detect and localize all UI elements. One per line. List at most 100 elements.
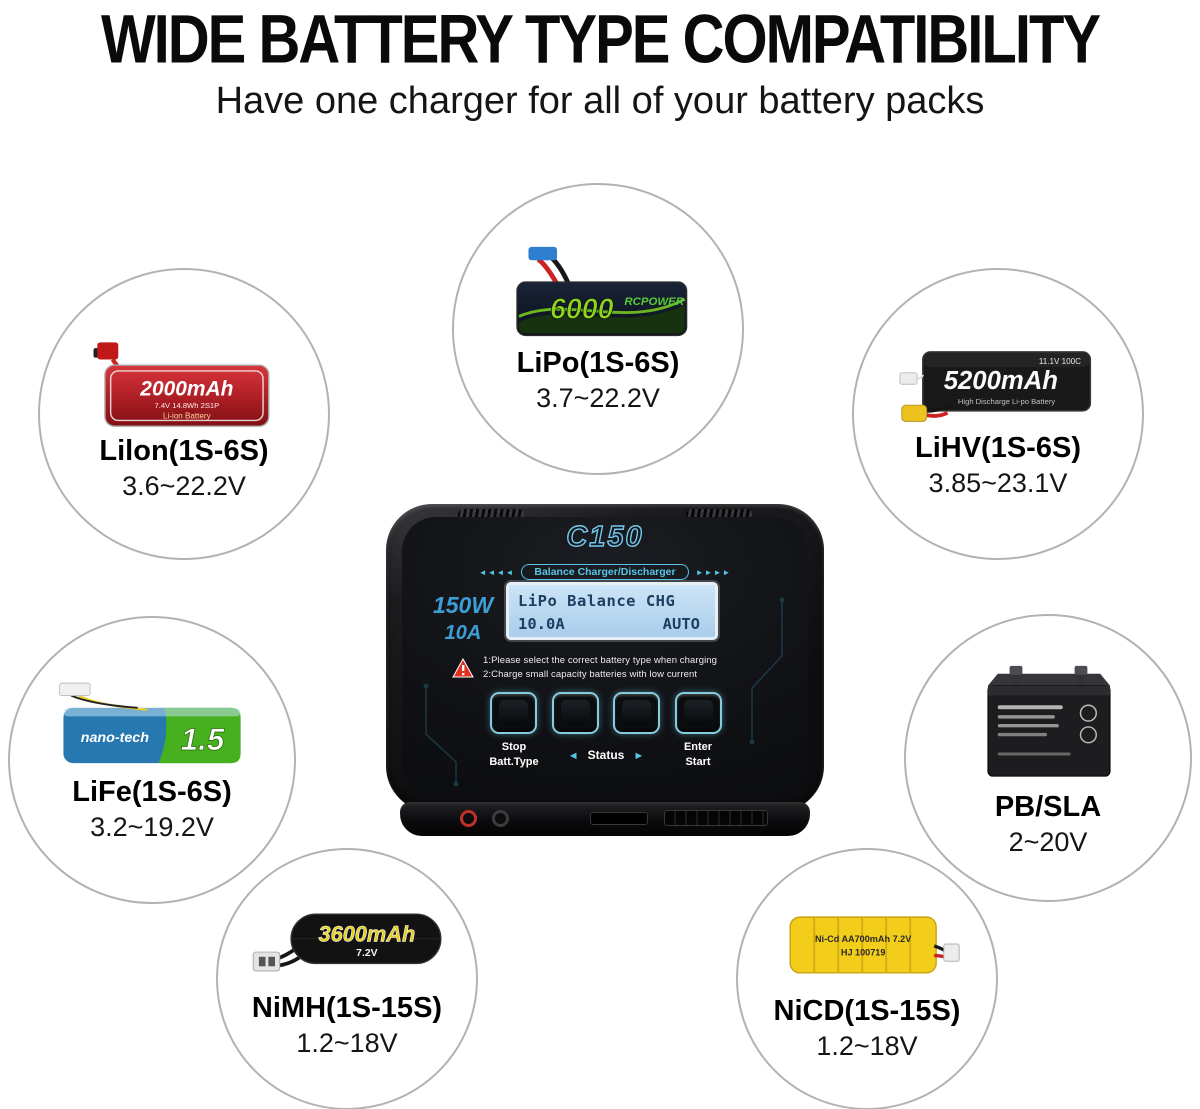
status-button-label: ◄Status►	[567, 748, 645, 762]
stop-button-label: Stop Batt.Type	[489, 741, 539, 768]
charger-button-enter	[674, 692, 722, 734]
lilon-body	[104, 363, 270, 427]
dc-output-port	[590, 812, 648, 825]
lilon-battery-image: 2000mAh 7.4V 14.8Wh 2S1P Li-ion Battery	[93, 341, 270, 427]
lilon-capacity-label: 2000mAh	[139, 377, 233, 400]
battery-name: NiMH(1S-15S)	[251, 992, 443, 1024]
battery-voltage: 3.7~22.2V	[536, 383, 660, 413]
charger-tagline-row: ◄◄◄◄ Balance Charger/Discharger ►►►►	[386, 564, 824, 580]
circuit-trace-decoration	[749, 597, 785, 745]
charger-power-rating: 150W 10A	[430, 592, 496, 645]
svg-text:C150: C150	[566, 521, 643, 553]
page-title: WIDE BATTERY TYPE COMPATIBILITY	[100, 1, 1101, 78]
lipo-connector	[528, 246, 558, 261]
charger-vent	[458, 509, 524, 520]
lipo-green-swoosh	[518, 304, 685, 334]
battery-circle-lihv: 5200mAh 11.1V 100C High Discharge Li-po …	[852, 268, 1144, 560]
power-watts: 150W	[432, 592, 494, 618]
nicd-body	[789, 916, 937, 974]
pbsla-label-lines	[997, 705, 1071, 756]
battery-name: NiCD(1S-15S)	[773, 995, 961, 1027]
status-right-arrow-icon: ►	[633, 750, 645, 762]
warning-icon	[452, 658, 474, 678]
pbsla-certification-mark	[1079, 726, 1097, 744]
battery-voltage: 2~20V	[1008, 827, 1088, 857]
lcd-line1: LiPo Balance CHG	[518, 592, 676, 610]
nicd-cell-seams	[813, 917, 912, 973]
life-battery-image: nano-tech 1.5	[59, 682, 241, 764]
nimh-tamiya-connector	[252, 951, 281, 972]
lipo-wires	[536, 255, 571, 286]
lihv-type-label: High Discharge Li-po Battery	[958, 397, 1055, 406]
life-balance-connector	[59, 682, 91, 696]
lihv-balance-connector	[899, 372, 918, 385]
battery-circle-nimh: 3600mAh 7.2V NiMH(1S-15S) 1.2~18V	[216, 848, 478, 1109]
battery-name: LiHV(1S-6S)	[915, 432, 1081, 464]
warning-line-1: 1:Please select the correct battery type…	[483, 655, 718, 666]
nicd-code-label: HJ 100719	[841, 948, 886, 958]
life-wires	[70, 694, 148, 711]
warning-texts: 1:Please select the correct battery type…	[483, 654, 717, 683]
lipo-capacity-label: 6000	[550, 293, 614, 325]
charger-face	[402, 517, 808, 798]
battery-voltage: 1.2~18V	[816, 1031, 918, 1061]
nimh-capacity-label: 3600mAh	[318, 922, 415, 947]
lilon-spec-label: 7.4V 14.8Wh 2S1P	[154, 401, 219, 410]
lihv-xt60-connector	[901, 404, 928, 422]
charger-button-inc	[613, 692, 661, 734]
battery-name: PB/SLA	[994, 791, 1102, 823]
pbsla-body	[987, 685, 1111, 777]
warning-line-2: 2:Charge small capacity batteries with l…	[483, 669, 698, 681]
power-amps: 10A	[444, 622, 482, 644]
circuit-trace-decoration	[423, 683, 459, 787]
nimh-spec-label: 7.2V	[356, 948, 377, 959]
lihv-spec-label: 11.1V 100C	[1039, 357, 1081, 366]
nicd-spec-label: Ni-Cd AA700mAh 7.2V	[815, 934, 912, 944]
charger-model-logo: C150	[566, 520, 643, 553]
life-brand-label: nano-tech	[81, 730, 149, 746]
pbsla-terminal	[1074, 665, 1088, 675]
battery-circle-pbsla: PB/SLA 2~20V	[904, 614, 1192, 902]
charger-vent	[686, 509, 752, 520]
lipo-brand-label: RCPOWER	[624, 296, 684, 308]
battery-voltage: 3.2~19.2V	[90, 812, 214, 842]
pbsla-certification-mark	[1079, 704, 1097, 722]
battery-voltage: 3.85~23.1V	[928, 468, 1068, 498]
life-capacity-label: 1.5	[181, 722, 225, 757]
charger-button-stop	[490, 692, 537, 734]
charger-warning-row: 1:Please select the correct battery type…	[452, 654, 717, 683]
charger-buttons-row	[490, 692, 722, 734]
battery-circle-lipo: 6000 RCPOWER LiPo(1S-6S) 3.7~22.2V	[452, 183, 744, 475]
nimh-battery-image: 3600mAh 7.2V	[252, 913, 442, 972]
battery-name: LiFe(1S-6S)	[72, 776, 232, 808]
charger-device: C150 ◄◄◄◄ Balance Charger/Discharger ►►►…	[386, 504, 824, 836]
nicd-battery-image: Ni-Cd AA700mAh 7.2V HJ 100719	[789, 916, 960, 974]
status-left-arrow-icon: ◄	[567, 750, 579, 762]
charger-button-dec	[551, 692, 599, 734]
battery-voltage: 1.2~18V	[296, 1028, 398, 1058]
charger-bottom-panel	[400, 802, 810, 836]
charger-tagline: Balance Charger/Discharger	[521, 564, 689, 580]
charger-lcd-screen: LiPo Balance CHG 10.0A AUTO	[506, 582, 718, 640]
enter-button-label: Enter Start	[683, 741, 713, 768]
lihv-battery-image: 5200mAh 11.1V 100C High Discharge Li-po …	[899, 351, 1092, 422]
lihv-capacity-label: 5200mAh	[944, 367, 1058, 395]
lilon-type-label: Li-ion Battery	[163, 411, 212, 420]
balance-port-board	[664, 810, 768, 826]
lcd-current-value: 10.0A	[518, 615, 565, 633]
page-subtitle: Have one charger for all of your battery…	[215, 80, 985, 122]
battery-circle-life: nano-tech 1.5 LiFe(1S-6S) 3.2~19.2V	[8, 616, 296, 904]
tagline-arrows-left-icon: ◄◄◄◄	[478, 567, 515, 577]
banana-jack-black	[492, 810, 509, 827]
lilon-deans-connector	[97, 341, 119, 359]
pbsla-terminal	[1009, 665, 1023, 675]
pbsla-battery-image	[987, 665, 1111, 777]
battery-name: LiPo(1S-6S)	[516, 347, 680, 379]
nicd-connector	[943, 943, 960, 962]
battery-voltage: 3.6~22.2V	[122, 470, 246, 501]
battery-circle-lilon: 2000mAh 7.4V 14.8Wh 2S1P Li-ion Battery …	[38, 268, 330, 560]
battery-name: Lilon(1S-6S)	[99, 434, 269, 467]
banana-jack-red	[460, 810, 477, 827]
battery-circle-nicd: Ni-Cd AA700mAh 7.2V HJ 100719 NiCD(1S-15…	[736, 848, 998, 1109]
lcd-mode-value: AUTO	[662, 615, 700, 633]
